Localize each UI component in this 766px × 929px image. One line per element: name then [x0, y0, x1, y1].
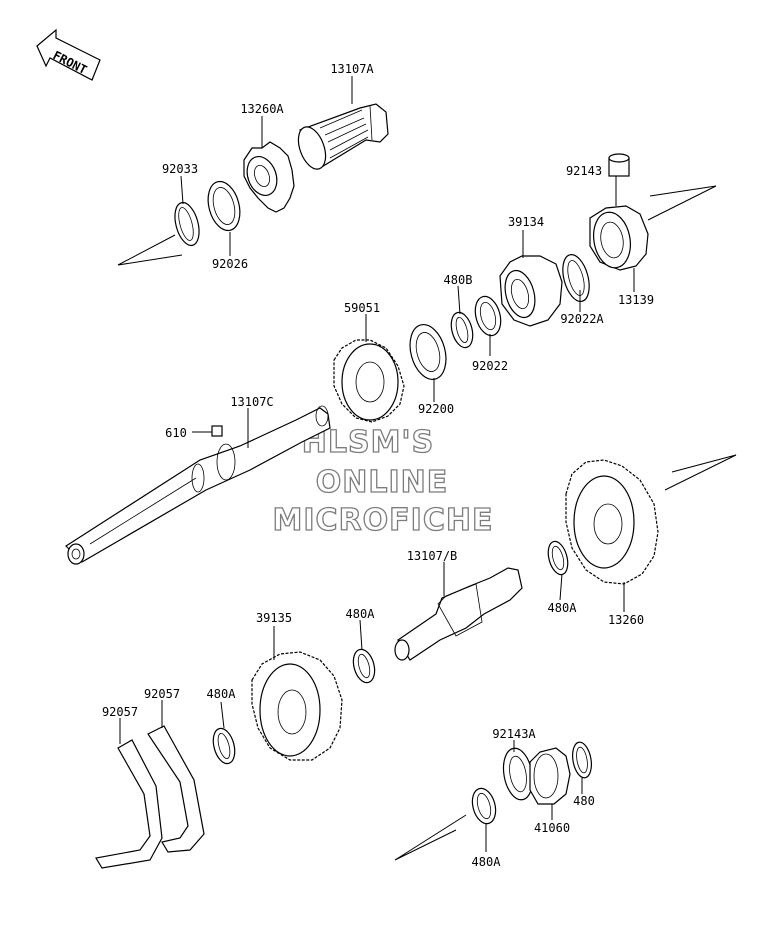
label-92143A[interactable]: 92143A — [492, 727, 536, 741]
label-59051[interactable]: 59051 — [344, 301, 380, 315]
label-480A-3[interactable]: 480A — [207, 687, 237, 701]
part-41060[interactable] — [529, 747, 571, 805]
part-13107B[interactable] — [394, 567, 523, 661]
label-480[interactable]: 480 — [573, 794, 595, 808]
label-480B[interactable]: 480B — [444, 273, 473, 287]
part-13107C[interactable] — [65, 405, 331, 565]
label-13107C[interactable]: 13107C — [230, 395, 273, 409]
front-arrow: FRONT — [36, 28, 101, 81]
part-39135[interactable] — [251, 651, 343, 761]
part-480A-3[interactable] — [210, 726, 239, 766]
part-92033[interactable] — [171, 200, 204, 248]
label-92026[interactable]: 92026 — [212, 257, 248, 271]
centerlines — [117, 185, 737, 861]
part-92026[interactable] — [203, 178, 245, 234]
part-480A-1[interactable] — [545, 539, 571, 577]
label-13107A[interactable]: 13107A — [330, 62, 374, 76]
label-480A-4[interactable]: 480A — [472, 855, 502, 869]
label-13260A[interactable]: 13260A — [240, 102, 284, 116]
part-13260A[interactable] — [242, 141, 295, 213]
part-92200[interactable] — [404, 321, 451, 384]
part-39134[interactable] — [499, 255, 563, 327]
part-480[interactable] — [570, 741, 594, 780]
label-39134[interactable]: 39134 — [508, 215, 544, 229]
label-480A-1[interactable]: 480A — [548, 601, 578, 615]
label-92200[interactable]: 92200 — [418, 402, 454, 416]
part-480A-2[interactable] — [350, 647, 378, 685]
part-labels: 13107A 13260A 92033 92026 92143 13139 39… — [102, 62, 654, 869]
leader-lines — [119, 76, 635, 852]
label-13260[interactable]: 13260 — [608, 613, 644, 627]
part-610[interactable] — [211, 425, 223, 437]
part-59051[interactable] — [333, 339, 405, 423]
part-92057-1[interactable] — [95, 739, 163, 869]
label-92143[interactable]: 92143 — [566, 164, 602, 178]
part-92022[interactable] — [471, 294, 505, 339]
watermark: HLSM'S ONLINE MICROFICHE — [272, 424, 494, 538]
label-610[interactable]: 610 — [165, 426, 187, 440]
label-92057-2[interactable]: 92057 — [102, 705, 138, 719]
part-480B[interactable] — [448, 310, 477, 350]
part-13107A[interactable] — [293, 103, 389, 173]
part-92022A[interactable] — [558, 252, 594, 305]
part-13260[interactable] — [565, 459, 659, 585]
watermark-line-2: ONLINE — [316, 465, 449, 500]
label-41060[interactable]: 41060 — [534, 821, 570, 835]
label-480A-2[interactable]: 480A — [346, 607, 376, 621]
part-92143[interactable] — [608, 153, 630, 177]
part-92057-2[interactable] — [147, 725, 205, 853]
label-92057-1[interactable]: 92057 — [144, 687, 180, 701]
watermark-line-3: MICROFICHE — [273, 503, 494, 538]
label-92022[interactable]: 92022 — [472, 359, 508, 373]
part-480A-4[interactable] — [469, 786, 500, 826]
label-92022A[interactable]: 92022A — [560, 312, 604, 326]
label-39135[interactable]: 39135 — [256, 611, 292, 625]
label-92033[interactable]: 92033 — [162, 162, 198, 176]
label-13139[interactable]: 13139 — [618, 293, 654, 307]
label-13107B[interactable]: 13107/B — [407, 549, 458, 563]
part-13139[interactable] — [589, 205, 649, 271]
